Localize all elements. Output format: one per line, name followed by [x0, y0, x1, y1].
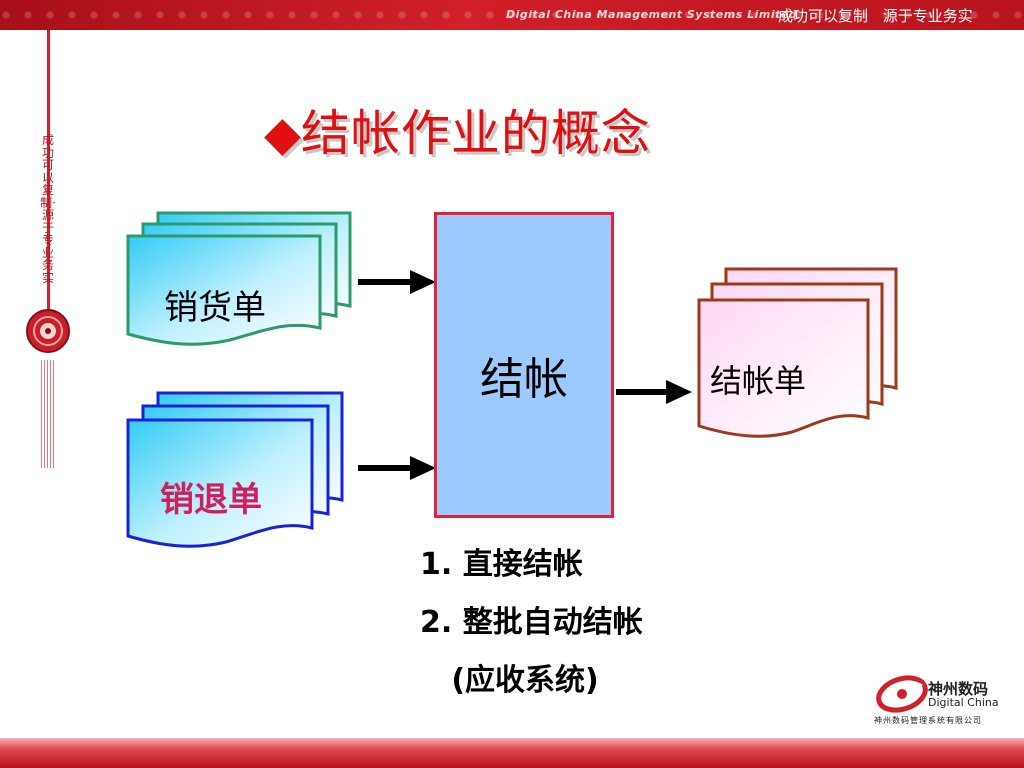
list-item: 2. 整批自动结帐	[420, 605, 643, 640]
slide-title: ◆ 结帐作业的概念	[264, 102, 651, 166]
arrow-right-icon	[358, 456, 436, 480]
sales-return-label: 销退单	[160, 480, 262, 520]
slide-title-text: 结帐作业的概念	[300, 105, 651, 162]
sales-slip-document-icon	[126, 211, 352, 346]
header-tagline-cn: 成功可以复制 源于专业务实	[778, 7, 973, 25]
list-item: (应收系统)	[420, 663, 599, 698]
arrow-right-icon	[616, 380, 692, 404]
header-tagline-en: Digital China Management Systems Limited	[506, 8, 798, 21]
digital-china-logo-icon	[876, 675, 928, 713]
sales-return-document-icon	[126, 391, 344, 548]
title-diamond-icon: ◆	[264, 106, 301, 162]
closing-statement-label: 结帐单	[710, 362, 807, 400]
logo-name-en: Digital China	[928, 696, 999, 709]
disc-icon	[26, 309, 70, 353]
list-item: 1. 直接结帐	[420, 547, 583, 582]
left-decor-stripes	[41, 360, 55, 468]
sales-slip-label: 销货单	[164, 288, 266, 328]
left-decor-line	[47, 30, 50, 330]
closing-process-box: 结帐	[434, 212, 614, 518]
header-bar: Digital China Management Systems Limited…	[0, 0, 1024, 30]
closing-statement-document-icon	[697, 267, 898, 438]
closing-process-label: 结帐	[480, 354, 568, 405]
logo-company-name: 神州数码管理系统有限公司	[874, 716, 982, 725]
sidebar-vertical-slogan: 成功可以复制·源于专业务实	[40, 133, 56, 285]
header-pattern	[0, 0, 1024, 30]
logo-name-cn: 神州数码	[928, 680, 989, 698]
closing-methods-list: 1. 直接结帐 2. 整批自动结帐 (应收系统)	[420, 536, 643, 710]
footer-bar	[0, 738, 1024, 768]
arrow-right-icon	[358, 270, 436, 294]
